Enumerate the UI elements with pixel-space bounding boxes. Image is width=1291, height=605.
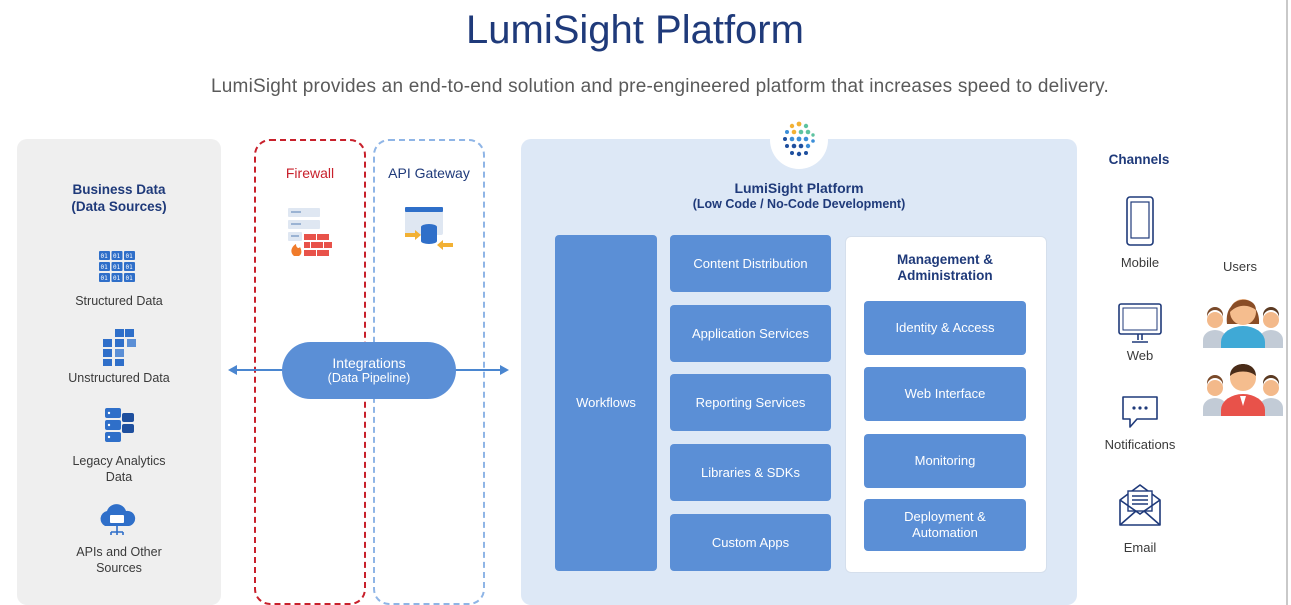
integration-arrow-right — [500, 365, 509, 375]
platform-heading-line2: (Low Code / No-Code Development) — [692, 197, 906, 211]
channel-label-web: Web — [1126, 348, 1154, 363]
svg-text:01: 01 — [101, 275, 109, 282]
page-right-border — [1286, 0, 1288, 605]
service-custom-apps: Custom Apps — [670, 514, 831, 571]
workflows-label: Workflows — [576, 395, 636, 410]
users-label: Users — [1223, 259, 1257, 274]
page-subtitle: LumiSight provides an end-to-end solutio… — [211, 76, 1109, 97]
monitor-icon — [1118, 303, 1162, 343]
source-label-legacy: Legacy Analytics Data — [72, 454, 166, 484]
data-sources-panel — [17, 139, 221, 605]
svg-text:01: 01 — [126, 264, 134, 271]
channel-label-notifications: Notifications — [1104, 437, 1176, 452]
service-content-distribution: Content Distribution — [670, 235, 831, 292]
integrations-label: Integrations — [332, 355, 406, 371]
lumisight-logo-icon — [783, 121, 815, 157]
integrations-pill: Integrations (Data Pipeline) — [282, 342, 456, 399]
users-group-male-icon — [1203, 364, 1283, 416]
workflows-block: Workflows — [555, 235, 657, 571]
channel-label-mobile: Mobile — [1120, 255, 1160, 270]
channels-heading: Channels — [1108, 152, 1170, 167]
svg-text:01: 01 — [113, 264, 121, 271]
api-gateway-label: API Gateway — [388, 165, 470, 181]
firewall-icon — [288, 208, 332, 256]
mgmt-web-interface: Web Interface — [864, 367, 1026, 421]
svg-text:01: 01 — [101, 253, 109, 260]
svg-text:01: 01 — [113, 253, 121, 260]
page-title: LumiSight Platform — [466, 8, 804, 52]
users-group-female-icon — [1203, 299, 1283, 348]
mobile-phone-icon — [1126, 196, 1154, 246]
cloud-api-icon — [100, 504, 136, 535]
platform-heading: LumiSight Platform (Low Code / No-Code D… — [521, 180, 1077, 212]
source-label-apis: APIs and Other Sources — [76, 545, 162, 575]
service-reporting-services: Reporting Services — [670, 374, 831, 431]
svg-text:01: 01 — [101, 264, 109, 271]
binary-grid-icon: 01 01 01 01 01 01 01 01 01 — [99, 251, 135, 282]
service-libraries-sdks: Libraries & SDKs — [670, 444, 831, 501]
api-gateway-icon — [405, 207, 453, 250]
envelope-icon — [1119, 484, 1161, 526]
platform-heading-line1: LumiSight Platform — [734, 180, 864, 196]
svg-text:01: 01 — [113, 275, 121, 282]
platform-logo — [770, 111, 828, 169]
integration-arrow-left — [228, 365, 237, 375]
channel-label-email: Email — [1123, 540, 1157, 555]
database-stack-icon — [105, 408, 134, 442]
scattered-blocks-icon — [103, 329, 136, 366]
management-heading: Management & Administration — [896, 252, 994, 283]
integrations-sublabel: (Data Pipeline) — [327, 371, 411, 385]
svg-text:01: 01 — [126, 275, 134, 282]
data-sources-heading-line1: Business Data — [72, 182, 166, 197]
chat-bubble-icon — [1122, 396, 1158, 428]
mgmt-identity-access: Identity & Access — [864, 301, 1026, 355]
mgmt-deployment-automation: Deployment & Automation — [864, 499, 1026, 551]
source-label-unstructured: Unstructured Data — [68, 371, 170, 385]
service-application-services: Application Services — [670, 305, 831, 362]
data-sources-heading: Business Data (Data Sources) — [17, 181, 221, 215]
mgmt-monitoring: Monitoring — [864, 434, 1026, 488]
firewall-label: Firewall — [285, 165, 335, 181]
svg-text:01: 01 — [126, 253, 134, 260]
data-sources-heading-line2: (Data Sources) — [71, 199, 167, 214]
source-label-structured: Structured Data — [75, 294, 163, 308]
